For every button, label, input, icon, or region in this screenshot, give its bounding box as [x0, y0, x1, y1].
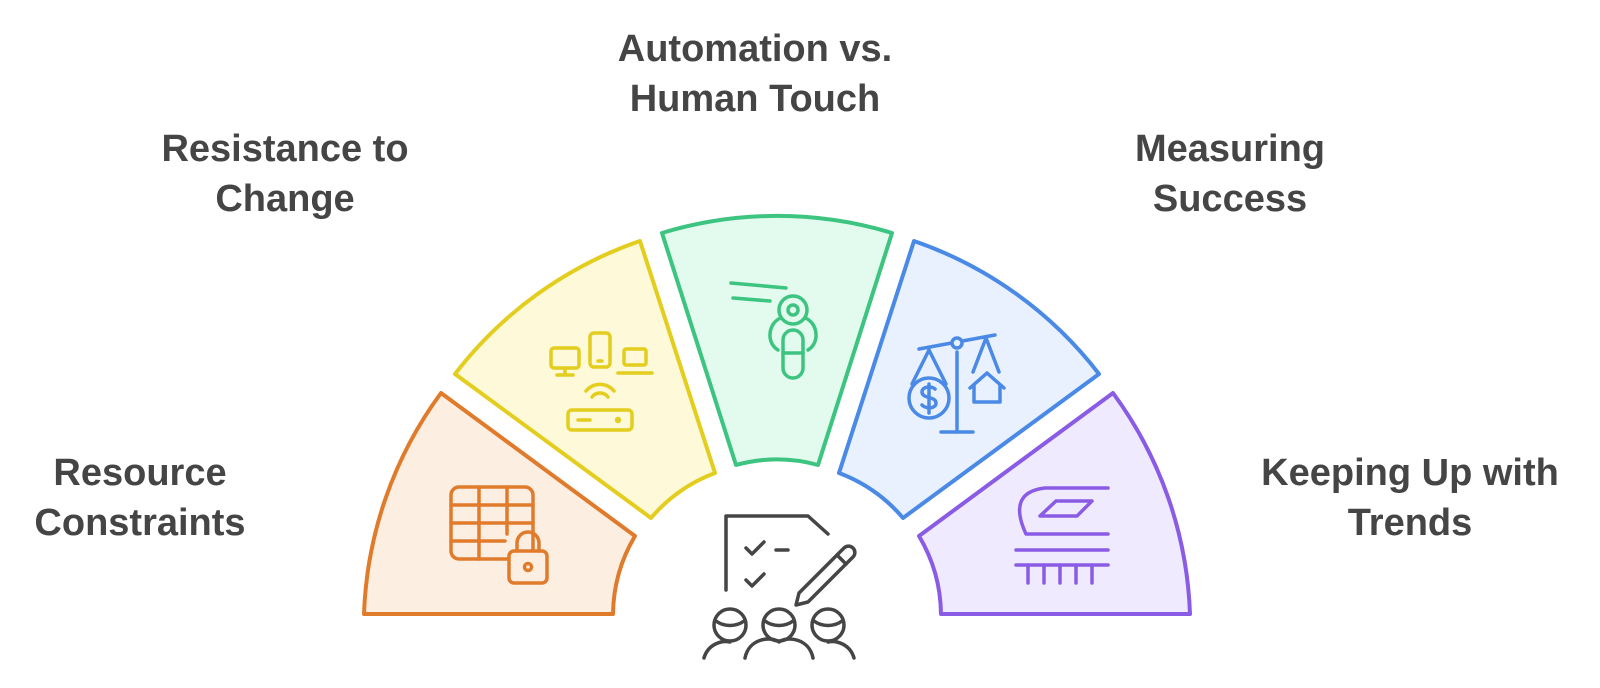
label-line: Resistance to	[161, 128, 409, 170]
label-line: Change	[215, 178, 355, 220]
label-line: Trends	[1347, 502, 1473, 544]
label-line: Measuring	[1134, 128, 1326, 170]
segment-resistance-to-change	[453, 239, 717, 520]
segment-resistance-shape	[453, 239, 717, 520]
label-line: Automation vs.	[617, 28, 893, 70]
segment-resource-constraints	[362, 391, 637, 616]
segment-automation-shape	[660, 214, 894, 467]
robot-arm-icon	[729, 281, 818, 380]
label-line: Constraints	[34, 502, 246, 544]
train-icon	[1014, 486, 1110, 585]
segment-measuring-shape	[837, 239, 1101, 520]
segment-automation-vs-human-touch	[660, 214, 894, 467]
label-automation-vs-human-touch: Automation vs. Human Touch	[600, 24, 910, 124]
label-line: Success	[1152, 178, 1308, 220]
team-checklist-icon	[702, 514, 857, 660]
label-line: Human Touch	[629, 78, 881, 120]
label-line: Keeping Up with	[1261, 452, 1559, 494]
devices-router-icon	[549, 331, 654, 432]
label-resource-constraints: Resource Constraints	[20, 448, 260, 548]
balance-scale-icon	[907, 333, 1006, 434]
table-lock-icon	[449, 485, 549, 585]
label-keeping-up-with-trends: Keeping Up with Trends	[1245, 448, 1575, 548]
label-line: Resource	[53, 452, 227, 494]
segment-measuring-success	[837, 239, 1101, 520]
segment-keeping-up-with-trends	[917, 391, 1192, 616]
label-measuring-success: Measuring Success	[1110, 124, 1350, 224]
label-resistance-to-change: Resistance to Change	[145, 124, 425, 224]
